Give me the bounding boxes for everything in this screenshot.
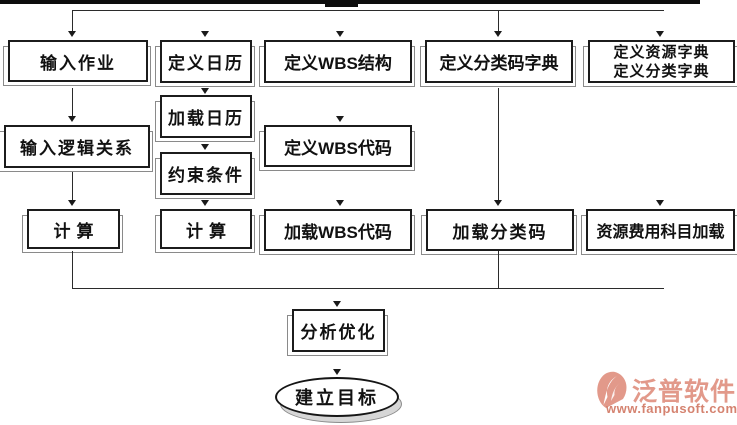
node-define-calendar: 定义日历: [155, 40, 255, 87]
fanpu-brand-text: 泛普软件: [632, 378, 737, 406]
node-label: 输入作业: [40, 53, 116, 73]
node-label: 计算: [53, 221, 100, 241]
node-load-resource-cost-account: 资源费用科目加载: [581, 209, 737, 255]
arrow-down-icon: [201, 31, 209, 37]
node-label: 加载WBS代码: [284, 222, 392, 242]
node-input-job: 输入作业: [3, 40, 151, 86]
node-establish-target: 建立目标: [275, 377, 402, 423]
connector-line: [498, 88, 499, 201]
node-define-wbs-structure: 定义WBS结构: [259, 40, 415, 87]
arrow-down-icon: [201, 200, 209, 206]
node-load-calendar: 加载日历: [155, 95, 255, 142]
node-label: 定义日历: [168, 54, 244, 73]
connector-line: [72, 10, 73, 32]
connector-line: [72, 172, 73, 201]
arrow-down-icon: [201, 88, 209, 94]
connector-line: [72, 251, 73, 289]
connector-collector-line: [72, 288, 664, 289]
node-label: 建立目标: [295, 388, 379, 408]
arrow-down-icon: [336, 116, 344, 122]
arrow-down-icon: [68, 116, 76, 122]
node-define-class-code-dict: 定义分类码字典: [420, 40, 576, 87]
connector-top-distribution-line: [72, 10, 664, 11]
connector-line: [498, 10, 499, 32]
node-analyze-optimize: 分析优化: [287, 309, 388, 356]
node-load-wbs-code: 加载WBS代码: [259, 209, 415, 255]
node-label: 定义分类字典: [613, 62, 710, 80]
node-label: 加载日历: [168, 109, 244, 128]
node-label: 定义分类码字典: [439, 54, 559, 73]
arrow-down-icon: [333, 301, 341, 307]
connector-line: [498, 251, 499, 289]
arrow-down-icon: [68, 31, 76, 37]
arrow-down-icon: [656, 200, 664, 206]
node-label: 资源费用科目加载: [596, 224, 725, 241]
node-define-resource-dict: 定义资源字典 定义分类字典: [583, 40, 737, 87]
node-label: 定义资源字典: [613, 43, 710, 61]
arrow-down-icon: [494, 200, 502, 206]
node-label: 分析优化: [300, 323, 377, 342]
node-label: 定义WBS代码: [284, 138, 392, 158]
fanpu-url-text: www.fanpusoft.com: [606, 401, 737, 416]
arrow-down-icon: [333, 369, 341, 375]
fanpu-watermark: 泛普软件 www.fanpusoft.com: [596, 370, 737, 420]
node-input-logic-relation: 输入逻辑关系: [0, 125, 153, 172]
node-define-wbs-code: 定义WBS代码: [259, 125, 415, 171]
fanpu-logo-icon: [597, 371, 627, 408]
arrow-down-icon: [68, 200, 76, 206]
arrow-down-icon: [656, 31, 664, 37]
arrow-down-icon: [494, 31, 502, 37]
arrow-down-icon: [336, 31, 344, 37]
node-label: 约束条件: [168, 166, 244, 185]
node-calculate-mid: 计算: [155, 209, 255, 253]
node-label: 定义WBS结构: [284, 54, 392, 73]
connector-line: [72, 88, 73, 117]
top-edge-bar-blob: [325, 0, 358, 7]
node-load-class-code: 加载分类码: [421, 209, 577, 255]
node-label: 输入逻辑关系: [20, 139, 134, 158]
node-constraint-condition: 约束条件: [155, 152, 255, 199]
node-label: 加载分类码: [452, 222, 548, 242]
node-label: 计算: [186, 221, 232, 241]
arrow-down-icon: [336, 200, 344, 206]
node-calculate-left: 计算: [22, 209, 123, 253]
arrow-down-icon: [201, 144, 209, 150]
